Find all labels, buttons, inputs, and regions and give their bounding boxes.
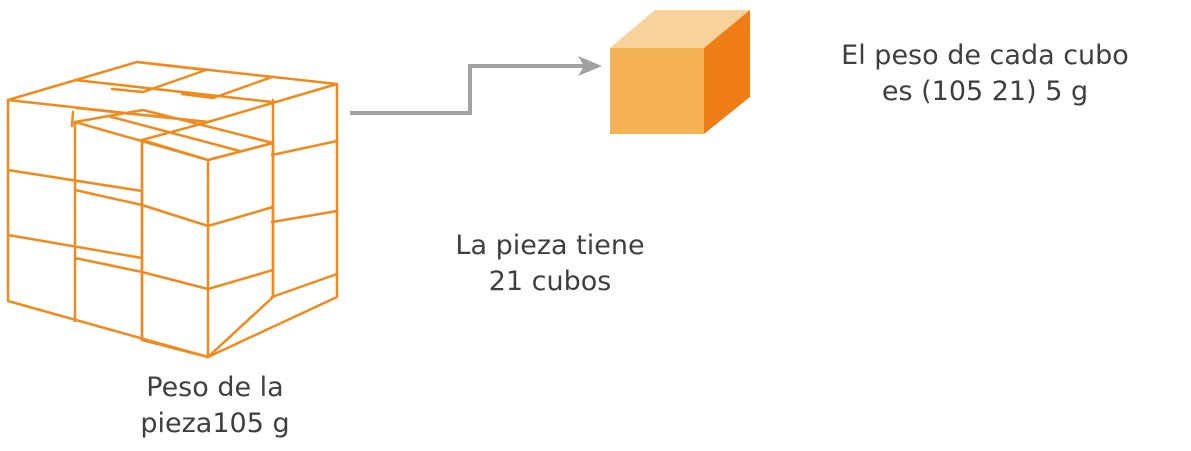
front-block-top-grid	[106, 114, 242, 153]
cube-weight-caption: El peso de cada cubo es (105 21) 5 g	[780, 38, 1190, 110]
cube-count-line-2: 21 cubos	[488, 266, 612, 297]
unit-cube-front	[610, 48, 704, 134]
front-block-top	[73, 108, 275, 162]
front-block-grid	[73, 188, 275, 291]
cube-weight-line-1: El peso de cada cubo	[841, 40, 1129, 71]
cube-count-line-1: La pieza tiene	[455, 230, 645, 261]
front-block-body	[140, 138, 275, 359]
cube-weight-line-2: es (105 21) 5 g	[881, 76, 1089, 107]
right-arrow-icon	[350, 56, 602, 115]
unit-cube-icon	[610, 10, 750, 134]
unit-cube-side	[704, 10, 750, 134]
stacked-cubes-figure	[6, 60, 339, 359]
unit-cube-top	[610, 10, 750, 48]
cube-count-caption: La pieza tiene 21 cubos	[395, 228, 705, 300]
piece-weight-line-2: pieza105 g	[140, 408, 290, 439]
piece-top-grid	[70, 60, 274, 128]
piece-weight-line-1: Peso de la	[146, 372, 284, 403]
piece-weight-caption: Peso de la pieza105 g	[95, 370, 335, 442]
piece-left-block-grid	[6, 98, 339, 342]
